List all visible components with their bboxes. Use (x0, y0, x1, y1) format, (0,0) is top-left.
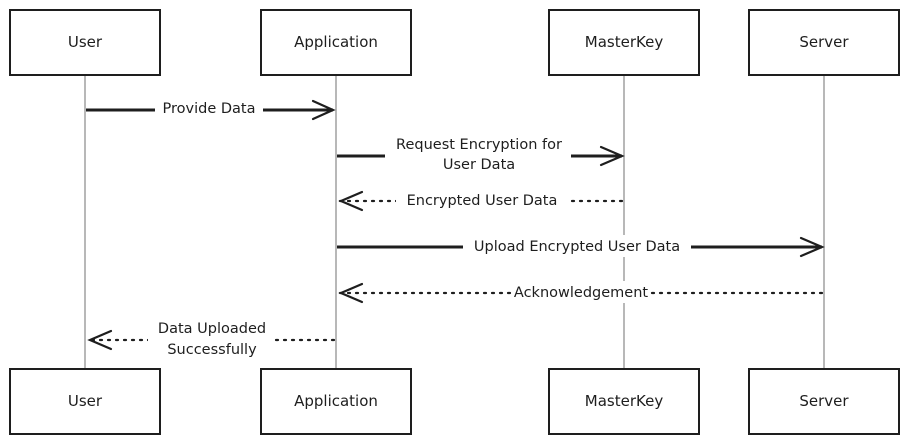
message-encrypted-user-data: Encrypted User Data (338, 189, 624, 212)
arrow-right-icon (311, 99, 336, 121)
participant-masterkey-top: MasterKey (548, 9, 700, 76)
message-upload-encrypted-user-data-label: Upload Encrypted User Data (474, 239, 680, 255)
message-data-uploaded-label-line1: Data Uploaded (158, 321, 266, 337)
participant-masterkey-label: MasterKey (585, 33, 664, 51)
participant-user-label: User (68, 33, 103, 51)
participant-user-bottom: User (9, 368, 161, 435)
participant-application-label: Application (294, 33, 378, 51)
message-data-uploaded-label-line2: Successfully (167, 342, 257, 358)
message-request-encryption: Request Encryption for User Data (337, 132, 625, 174)
message-encrypted-user-data-label: Encrypted User Data (407, 193, 558, 209)
participant-server-label: Server (799, 392, 849, 410)
message-request-encryption-label-line1: Request Encryption for (396, 137, 562, 153)
participant-server-bottom: Server (748, 368, 900, 435)
participant-server-label: Server (799, 33, 849, 51)
participant-application-bottom: Application (260, 368, 412, 435)
participant-application-top: Application (260, 9, 412, 76)
arrow-left-icon (338, 282, 364, 304)
participant-application-label: Application (294, 392, 378, 410)
message-upload-encrypted-user-data: Upload Encrypted User Data (337, 235, 825, 258)
arrow-right-icon (599, 145, 625, 167)
arrow-left-icon (338, 190, 364, 212)
message-provide-data-label: Provide Data (163, 101, 256, 117)
participant-user-top: User (9, 9, 161, 76)
participant-user-label: User (68, 392, 103, 410)
message-provide-data: Provide Data (86, 97, 336, 121)
message-request-encryption-label-line2: User Data (443, 157, 515, 173)
participant-server-top: Server (748, 9, 900, 76)
arrow-right-icon (799, 236, 825, 258)
message-acknowledgement: Acknowledgement (338, 281, 824, 304)
arrow-left-icon (87, 329, 113, 351)
participant-masterkey-label: MasterKey (585, 392, 664, 410)
participant-masterkey-bottom: MasterKey (548, 368, 700, 435)
message-data-uploaded-successfully: Data Uploaded Successfully (87, 318, 336, 360)
message-acknowledgement-label: Acknowledgement (514, 285, 648, 301)
